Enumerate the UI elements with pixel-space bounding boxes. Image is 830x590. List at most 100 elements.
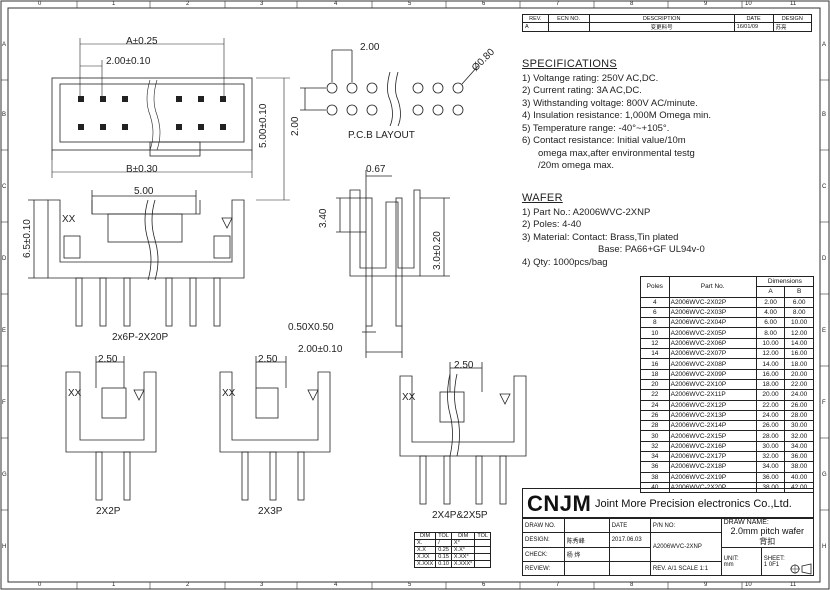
tol-header-tol-2: TOL xyxy=(474,532,491,540)
dim-cell-poles: 30 xyxy=(640,430,670,442)
dim-cell-a: 30.00 xyxy=(755,440,786,453)
dim-cell-a: 32.00 xyxy=(755,451,786,463)
zone-left-f: F xyxy=(2,400,6,406)
pcb-row-label: 2.00 xyxy=(290,116,301,136)
title-block-table: DRAW NO. DATE P/N NO: DRAW NAME: 2.0mm p… xyxy=(522,518,815,576)
dim-cell-part: A2006WVC-2X14P xyxy=(668,420,757,432)
dim-cell-part: A2006WVC-2X18P xyxy=(668,461,757,473)
zone-bottom-7: 7 xyxy=(556,582,560,588)
xx-2x2p-label: XX xyxy=(68,388,82,399)
zone-left-b: B xyxy=(2,112,7,118)
date-label: DATE xyxy=(608,518,651,533)
dim-cell-b: 18.00 xyxy=(784,358,814,370)
side-pitch-label: 2.00±0.10 xyxy=(298,344,343,355)
wafer-item-2: 2) Poles: 4-40 xyxy=(522,219,582,230)
dim-cell-b: 36.00 xyxy=(784,451,814,463)
dim-cell-part: A2006WVC-2X02P xyxy=(668,296,757,308)
spec-item-6: 6) Contact resistance: Initial value/10m xyxy=(522,135,686,146)
front-xx-label: XX xyxy=(62,214,76,225)
dim-cell-b: 30.00 xyxy=(784,420,814,432)
dim-cell-b: 10.00 xyxy=(784,317,814,329)
zone-bottom-0: 0 xyxy=(38,582,42,588)
tol-header-dim-2: DIM xyxy=(450,532,476,540)
zone-bottom-1: 1 xyxy=(112,582,116,588)
zone-right-g: G xyxy=(822,472,827,478)
unit-label: UNIT: xyxy=(723,555,739,562)
dim-header-poles: Poles xyxy=(640,276,670,298)
specifications-title: SPECIFICATIONS xyxy=(522,58,618,70)
spec-item-6-cont-1: omega max,after environmental testg xyxy=(538,147,695,159)
dim-cell-poles: 28 xyxy=(640,420,670,432)
company-logo: CNJM xyxy=(527,491,592,516)
rev-cell-date: 16/01/09 xyxy=(733,22,774,32)
dim-cell-a: 10.00 xyxy=(755,337,786,350)
tolerance-cell xyxy=(474,546,491,554)
tolerance-cell: X.X xyxy=(413,546,437,554)
dim-cell-part: A2006WVC-2X08P xyxy=(668,358,757,370)
tolerance-cell: X.XXX° xyxy=(450,560,476,568)
specifications-section: SPECIFICATIONS 1) Voltange rating: 250V … xyxy=(522,58,812,173)
pitch-2x2p-label: 2.50 xyxy=(98,354,118,365)
view-2x45p-title: 2X4P&2X5P xyxy=(432,510,488,521)
scale-label: SCALE 1:1 xyxy=(678,565,709,572)
dim-cell-poles: 34 xyxy=(640,451,670,463)
dim-cell-b: 14.00 xyxy=(784,337,814,350)
dim-cell-a: 12.00 xyxy=(755,348,786,360)
zone-bottom-10: 10 xyxy=(745,582,752,588)
wafer-item-4: 4) Qty: 1000pcs/bag xyxy=(522,256,608,268)
zone-left-a: A xyxy=(2,42,7,48)
spec-item-1: 1) Voltange rating: 250V AC,DC. xyxy=(522,72,659,84)
zone-left-d: D xyxy=(2,256,7,262)
unit-value: mm xyxy=(723,561,734,568)
zone-bottom-11: 11 xyxy=(790,582,797,588)
pcb-pitch-label: 2.00 xyxy=(360,42,380,53)
xx-2x45p-label: XX xyxy=(402,392,416,403)
zone-top-1: 1 xyxy=(112,1,116,7)
dim-cell-a: 14.00 xyxy=(755,358,786,370)
view-2x2p-title: 2X2P xyxy=(96,506,121,517)
wafer-item-3-cont: Base: PA66+GF UL94v-0 xyxy=(598,244,705,255)
design-value: 陈秀峰 xyxy=(563,532,610,548)
dim-cell-b: 6.00 xyxy=(784,296,814,308)
dim-cell-b: 12.00 xyxy=(784,327,814,339)
zone-right-a: A xyxy=(822,42,827,48)
zone-top-9: 9 xyxy=(704,1,708,7)
dim-cell-poles: 22 xyxy=(640,389,670,401)
tolerance-cell xyxy=(474,553,491,561)
wafer-title: WAFER xyxy=(522,192,563,204)
tolerance-cell xyxy=(474,560,491,568)
dim-header-dimensions: Dimensions xyxy=(755,275,815,288)
rev-header-rev: REV. xyxy=(522,14,549,23)
dim-cell-poles: 16 xyxy=(640,358,670,370)
zone-bottom-3: 3 xyxy=(260,582,264,588)
dim-cell-poles: 38 xyxy=(640,471,670,483)
sheet-cell: SHEET:1 0F1 xyxy=(760,547,815,576)
dim-cell-part: A2006WVC-2X07P xyxy=(668,348,757,360)
tolerance-cell: 0.10 xyxy=(435,560,452,568)
rev-header-description: DESCRIPTION xyxy=(588,14,735,23)
zone-bottom-4: 4 xyxy=(334,582,338,588)
zone-bottom-5: 5 xyxy=(408,582,412,588)
dim-cell-a: 2.00 xyxy=(755,296,786,308)
zone-top-10: 10 xyxy=(745,1,752,7)
zone-top-4: 4 xyxy=(334,1,338,7)
tolerance-cell: X° xyxy=(450,539,476,547)
pn-label: P/N NO: xyxy=(649,518,722,533)
dim-cell-poles: 36 xyxy=(640,461,670,473)
dim-cell-b: 20.00 xyxy=(784,368,814,380)
dim-cell-b: 28.00 xyxy=(784,409,814,422)
front-width-label: 5.00 xyxy=(134,186,154,197)
zone-right-h: H xyxy=(822,544,827,550)
